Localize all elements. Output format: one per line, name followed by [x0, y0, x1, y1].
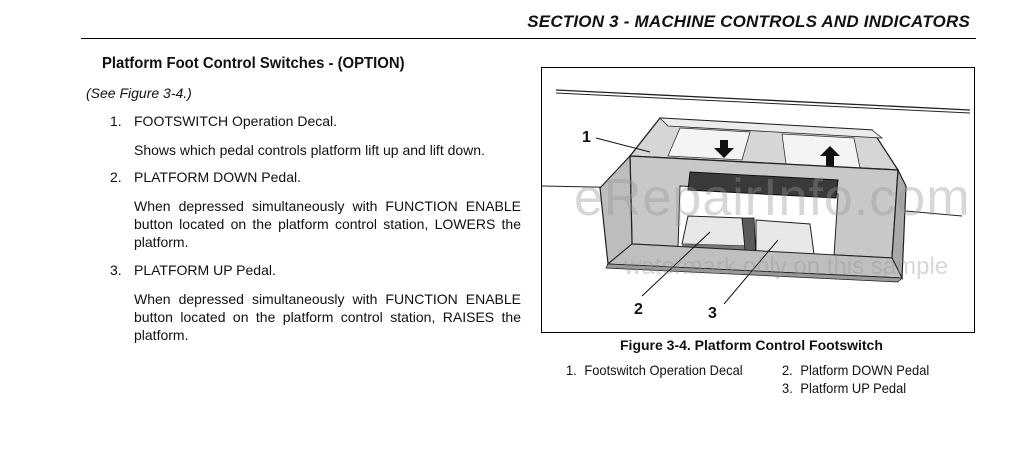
callout-1: 1 [582, 129, 591, 146]
legend-label: Platform DOWN Pedal [800, 362, 930, 378]
footswitch-illustration: 1 2 3 [542, 89, 971, 322]
figure-caption: Figure 3-4. Platform Control Footswitch [620, 337, 883, 353]
item-label: PLATFORM UP Pedal. [134, 262, 276, 278]
header-rule [81, 38, 976, 39]
legend-item-2: 2. Platform DOWN Pedal [782, 362, 929, 378]
legend-label: Footswitch Operation Decal [584, 362, 743, 378]
list-item-1: 1. FOOTSWITCH Operation Decal. [110, 113, 337, 129]
item-description-1: Shows which pedal controls platform lift… [134, 142, 485, 158]
item-number: 1. [110, 113, 122, 129]
legend-number: 2. [782, 362, 793, 378]
subsection-heading: Platform Foot Control Switches - (OPTION… [102, 55, 405, 72]
legend-number: 1. [566, 362, 577, 378]
section-title: SECTION 3 - MACHINE CONTROLS AND INDICAT… [527, 12, 970, 31]
legend-number: 3. [782, 380, 793, 396]
page-header: SECTION 3 - MACHINE CONTROLS AND INDICAT… [0, 0, 1016, 40]
item-number: 3. [110, 262, 122, 278]
legend-item-3: 3. Platform UP Pedal [782, 380, 906, 396]
legend-item-1: 1. Footswitch Operation Decal [566, 362, 743, 378]
item-label: PLATFORM DOWN Pedal. [134, 169, 301, 185]
list-item-3: 3. PLATFORM UP Pedal. [110, 262, 276, 278]
figure-frame: 1 2 3 [541, 67, 975, 333]
item-description-2: When depressed simultaneously with FUNCT… [134, 198, 521, 250]
item-description-3: When depressed simultaneously with FUNCT… [134, 291, 521, 343]
callout-3: 3 [708, 305, 717, 322]
item-number: 2. [110, 169, 122, 185]
item-label: FOOTSWITCH Operation Decal. [134, 113, 338, 129]
list-item-2: 2. PLATFORM DOWN Pedal. [110, 169, 301, 185]
legend-label: Platform UP Pedal [800, 380, 907, 396]
figure-reference: (See Figure 3-4.) [86, 85, 192, 101]
callout-2: 2 [634, 301, 643, 318]
